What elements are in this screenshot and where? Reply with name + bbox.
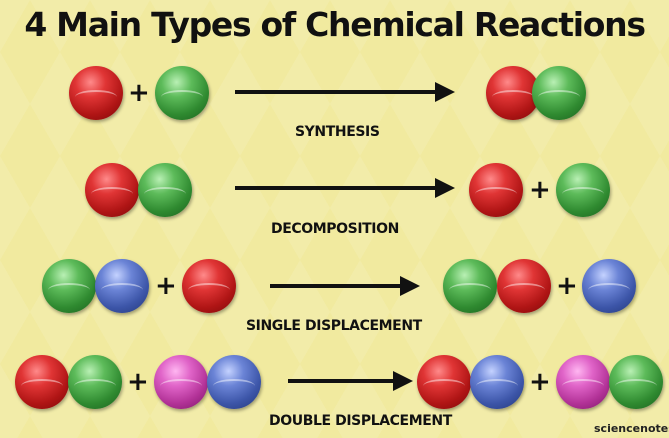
atom-red (69, 66, 123, 120)
plus-sign: + (529, 175, 551, 205)
atom-red (15, 355, 69, 409)
atom-red (497, 259, 551, 313)
atom-blue (95, 259, 149, 313)
atom-pink (154, 355, 208, 409)
page-title: 4 Main Types of Chemical Reactions (24, 5, 646, 44)
plus-sign: + (155, 271, 177, 301)
atom-green (443, 259, 497, 313)
atom-blue (582, 259, 636, 313)
plus-sign: + (127, 367, 149, 397)
atom-blue (470, 355, 524, 409)
atom-red (417, 355, 471, 409)
reaction-arrow (235, 178, 455, 198)
atom-red (85, 163, 139, 217)
label-synthesis: SYNTHESIS (295, 124, 380, 140)
atom-green (138, 163, 192, 217)
label-decomposition: DECOMPOSITION (271, 221, 399, 237)
atom-blue (207, 355, 261, 409)
reaction-arrow (270, 276, 420, 296)
label-single-displacement: SINGLE DISPLACEMENT (246, 318, 422, 334)
plus-sign: + (529, 367, 551, 397)
atom-green (68, 355, 122, 409)
plus-sign: + (556, 271, 578, 301)
atom-green (155, 66, 209, 120)
reaction-arrow (288, 371, 413, 391)
atom-red (469, 163, 523, 217)
source-credit: sciencenotes.o (594, 422, 669, 435)
reaction-arrow (235, 82, 455, 102)
atom-green (532, 66, 586, 120)
atom-green (609, 355, 663, 409)
atom-green (42, 259, 96, 313)
atom-green (556, 163, 610, 217)
atom-red (182, 259, 236, 313)
plus-sign: + (128, 78, 150, 108)
atom-red (486, 66, 540, 120)
label-double-displacement: DOUBLE DISPLACEMENT (269, 413, 452, 429)
atom-pink (556, 355, 610, 409)
